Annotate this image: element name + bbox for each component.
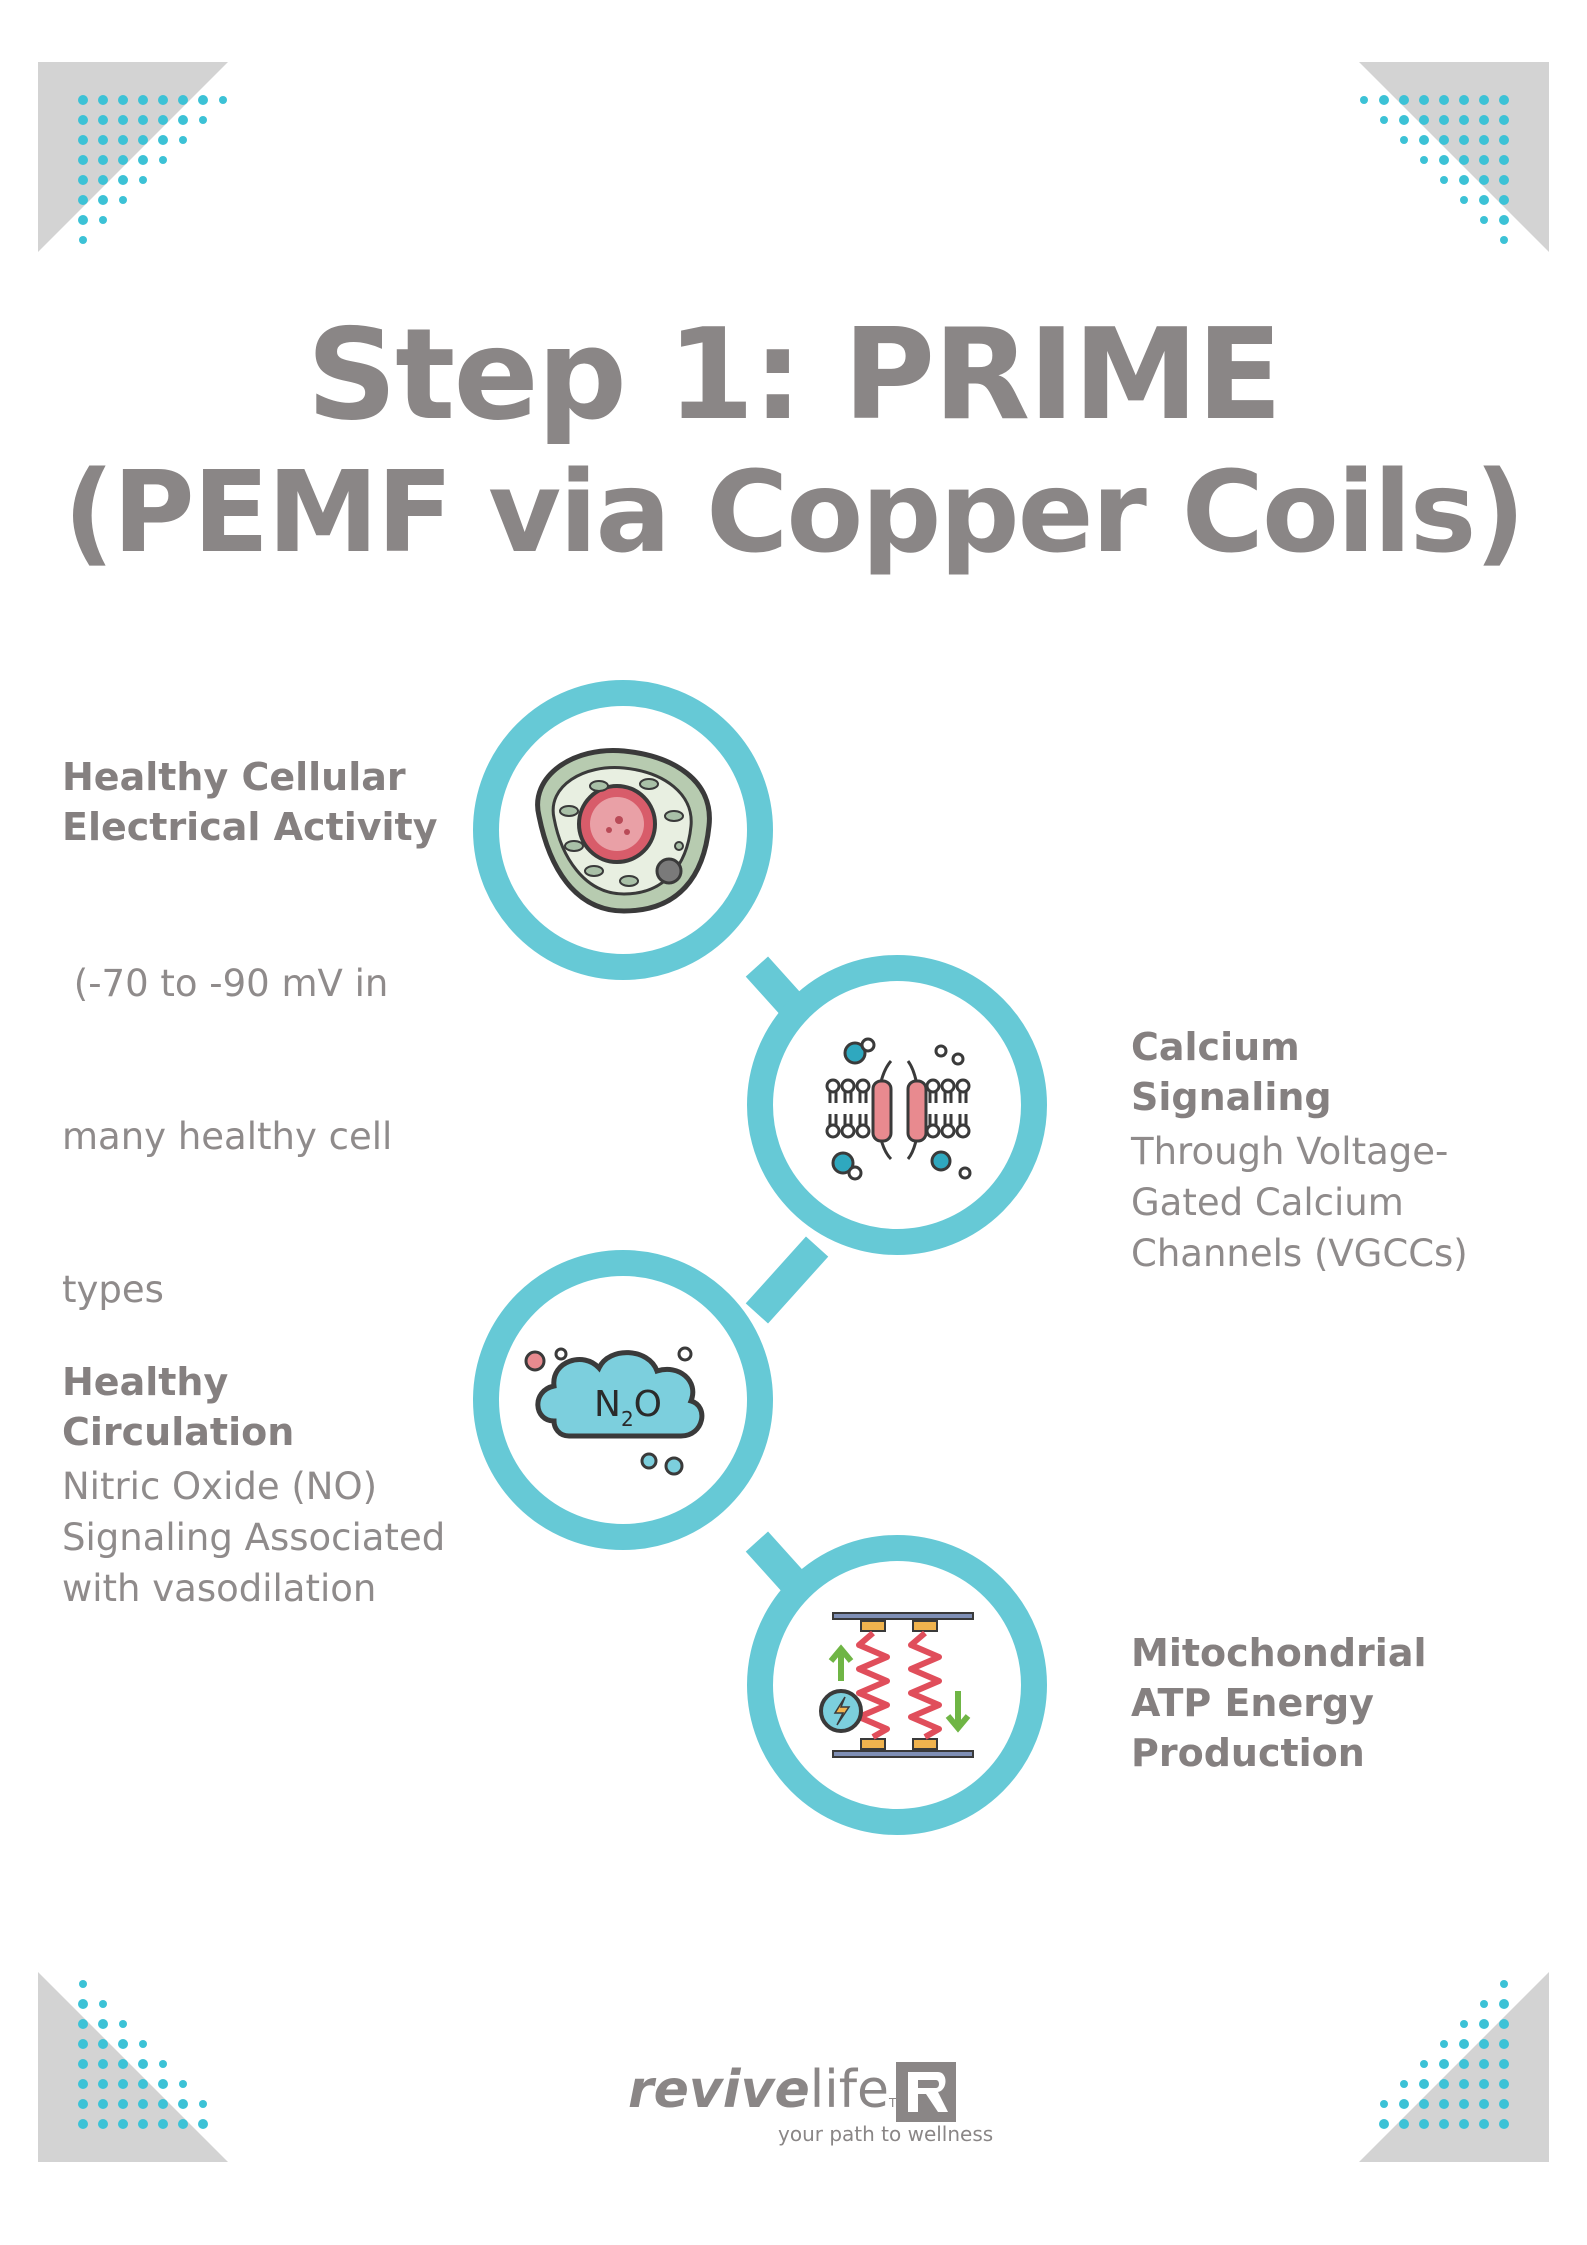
item-heading-line: Calcium — [1131, 1025, 1300, 1069]
circle-atp-production — [747, 1535, 1047, 1835]
item-heading: Mitochondrial ATP Energy Production — [1131, 1628, 1551, 1778]
corner-decoration-top-left — [38, 62, 228, 252]
corner-decoration-bottom-right — [1359, 1972, 1549, 2162]
revive-r-mark-icon — [896, 2062, 956, 2122]
item-heading: Calcium Signaling — [1131, 1022, 1551, 1122]
brand-wordmark-light: life — [809, 2060, 889, 2120]
item-description-line: Channels (VGCCs) — [1131, 1232, 1468, 1275]
mitochondrial-spring-icon — [819, 1612, 974, 1758]
item-heading-line: ATP Energy — [1131, 1681, 1374, 1725]
calcium-channel-icon — [825, 1037, 972, 1181]
item-heading-line: Signaling — [1131, 1075, 1332, 1119]
cell-icon — [535, 747, 712, 914]
connector-2-3 — [745, 1236, 829, 1324]
item-heading-line: Healthy Cellular — [62, 755, 406, 799]
item-calcium-signaling: Calcium Signaling Through Voltage- Gated… — [1131, 1022, 1551, 1279]
item-description-line: Signaling Associated — [62, 1516, 446, 1559]
item-description: Nitric Oxide (NO) Signaling Associated w… — [62, 1461, 502, 1614]
n2o-label-o: O — [634, 1384, 662, 1425]
brand-tagline: your path to wellness — [778, 2122, 994, 2146]
n2o-cloud-icon: N2O — [524, 1346, 705, 1476]
item-heading-line: Healthy — [62, 1360, 229, 1404]
item-heading-line: Circulation — [62, 1410, 295, 1454]
item-description-line: Nitric Oxide (NO) — [62, 1465, 378, 1508]
item-cellular-activity: Healthy Cellular Electrical Activity (-7… — [62, 752, 462, 1417]
item-atp-production: Mitochondrial ATP Energy Production — [1131, 1628, 1551, 1778]
item-description-line: many healthy cell — [62, 1115, 393, 1158]
item-description: (-70 to -90 mV in many healthy cell type… — [62, 856, 462, 1417]
n2o-label: N2O — [594, 1384, 662, 1431]
item-circulation: Healthy Circulation Nitric Oxide (NO) Si… — [62, 1357, 502, 1614]
brand-wordmark: revivelifeTM — [628, 2060, 907, 2133]
n2o-label-n: N — [594, 1384, 621, 1425]
corner-decoration-bottom-left — [38, 1972, 228, 2162]
brand-wordmark-bold: revive — [628, 2060, 810, 2120]
page-title: Step 1: PRIME — [306, 301, 1282, 448]
item-heading: Healthy Cellular Electrical Activity — [62, 752, 462, 852]
item-heading-line: Production — [1131, 1731, 1365, 1775]
brand-logo: revivelifeTM your path to wellness — [628, 2060, 993, 2150]
item-description-line: Gated Calcium — [1131, 1181, 1404, 1224]
circle-circulation: N2O — [473, 1250, 773, 1550]
page-subtitle: (PEMF via Copper Coils) — [63, 448, 1525, 578]
item-heading: Healthy Circulation — [62, 1357, 502, 1457]
corner-decoration-top-right — [1359, 62, 1549, 252]
n2o-label-sub: 2 — [621, 1407, 634, 1431]
item-description-line: Through Voltage- — [1131, 1130, 1449, 1173]
circle-calcium-signaling — [747, 955, 1047, 1255]
circle-cellular-activity — [473, 680, 773, 980]
item-heading-line: Mitochondrial — [1131, 1631, 1427, 1675]
item-description-line: with vasodilation — [62, 1567, 377, 1610]
item-description-line: types — [62, 1268, 164, 1311]
item-heading-line: Electrical Activity — [62, 805, 438, 849]
item-description: Through Voltage- Gated Calcium Channels … — [1131, 1126, 1551, 1279]
item-description-line: (-70 to -90 mV in — [62, 962, 389, 1005]
